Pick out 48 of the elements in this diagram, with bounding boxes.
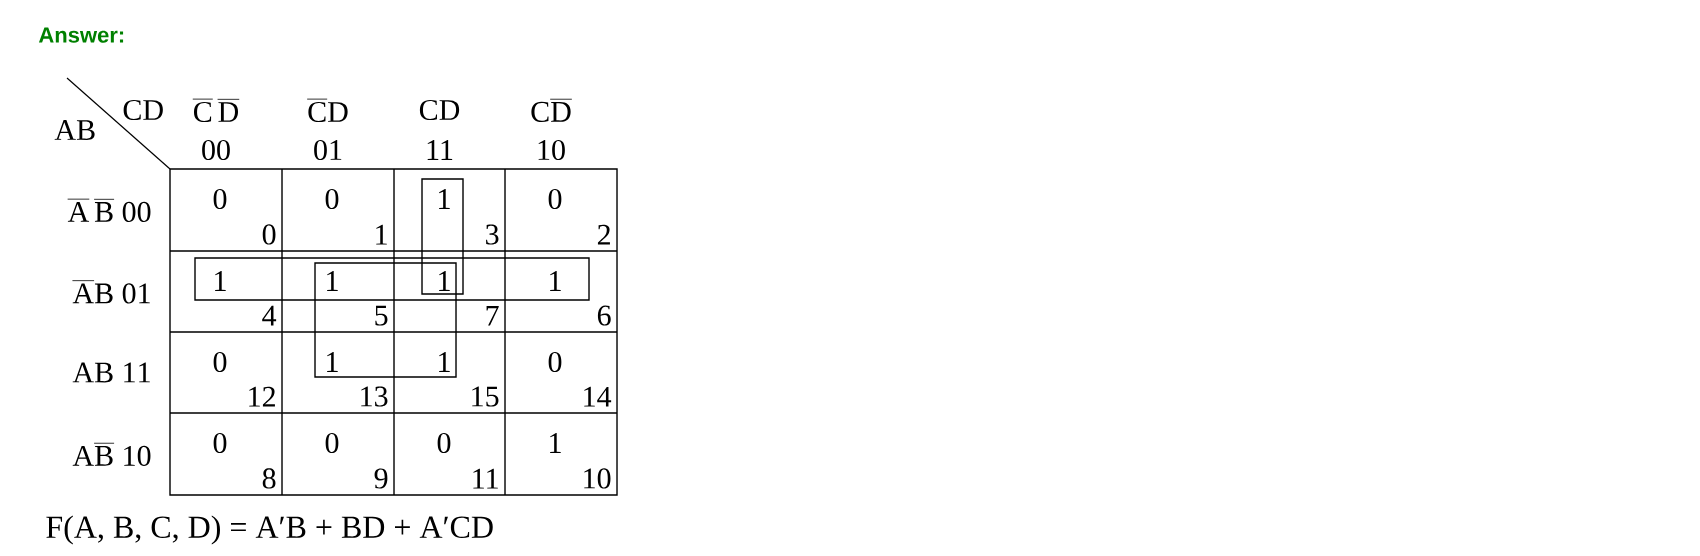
cell-value: 0 [325,188,339,210]
boolean-expression: F(A, B, C, D) = A′B + BD + A′CD [46,515,493,545]
column-code: 01 [314,139,342,161]
column-code: 10 [538,139,565,161]
cell-value: 1 [439,189,450,209]
cell-value: 0 [213,188,227,210]
cell-index: 11 [473,468,498,489]
row-header: $\mathrm{A\overline{B}\ 10}$ [72,443,151,466]
cell-index: 15 [472,386,499,407]
cell-value: 1 [550,271,561,291]
cell-index: 6 [597,305,611,326]
cell-value: 1 [327,271,338,291]
column-header: $\mathrm{C\overline{D}}$ [531,99,572,122]
row-variable-label: AB [54,120,95,140]
cell-value: 1 [215,271,226,291]
cell-index: 3 [486,224,499,245]
cell-value: 0 [548,351,562,373]
cell-index: 13 [361,386,388,407]
cell-value: 0 [213,351,227,373]
cell-value: 0 [437,432,451,454]
cell-value: 0 [213,432,227,454]
row-header: $\mathrm{AB\ 11}$ [72,362,150,383]
cell-value: 0 [548,188,562,210]
cell-value: 0 [325,432,339,454]
cell-index: 0 [262,224,276,245]
cell-index: 5 [375,305,388,326]
row-header: $\mathrm{\overline{A}B\ 01}$ [72,280,150,304]
column-header: $\mathrm{\overline{C}D}$ [307,99,348,123]
heading: Answer: [38,27,124,43]
column-variable-label: CD [123,99,163,121]
column-code: 11 [427,140,453,160]
cell-index: 14 [584,386,612,407]
cell-index: 10 [584,468,611,489]
cell-index: 4 [262,305,277,326]
cell-index: 8 [262,468,276,489]
cell-index: 2 [597,224,610,245]
column-header: $\mathrm{CD}$ [419,99,460,121]
column-code: 00 [202,139,230,161]
cell-value: 1 [439,352,450,372]
column-header: $\mathrm{\overline{C}\,\overline{D}}$ [192,99,240,123]
cell-value: 1 [327,352,338,372]
cell-value: 1 [439,271,450,291]
cell-index: 9 [374,468,388,489]
cell-index: 12 [249,386,275,407]
cell-value: 1 [550,433,561,453]
cell-index: 1 [376,224,387,245]
cell-index: 7 [486,305,499,326]
row-header: $\mathrm{\overline{A}\,\overline{B}\ 00}$ [67,199,151,223]
